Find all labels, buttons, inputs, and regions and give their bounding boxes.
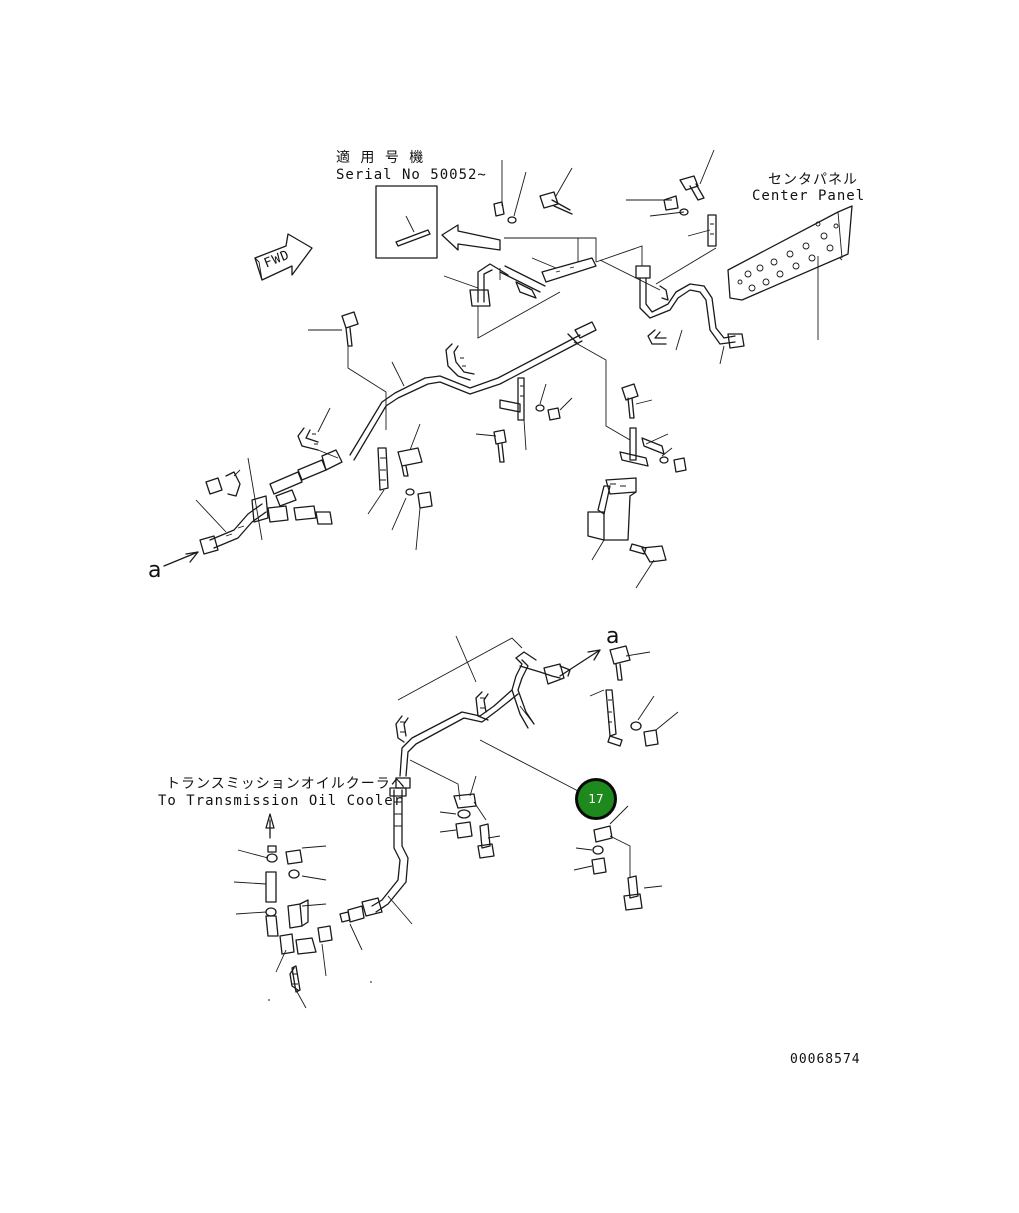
ref-a-upper: a — [148, 558, 163, 583]
cooler-label-jp: トランスミッションオイルクーラヘ — [166, 776, 406, 792]
inset-bracket-icon — [395, 215, 431, 247]
arrow-icon — [441, 224, 501, 251]
serial-inset-box — [375, 185, 438, 259]
drawing-number: 00068574 — [790, 1052, 861, 1067]
part-callout-17[interactable]: 17 — [575, 778, 617, 820]
serial-label-jp: 適 用 号 機 — [336, 150, 425, 166]
fwd-arrow-icon — [254, 233, 313, 281]
ref-a-lower: a — [606, 624, 621, 649]
center-panel-plate — [727, 205, 853, 301]
center-panel-label-jp: センタパネル — [768, 172, 858, 188]
lower-pipe-assembly — [233, 635, 679, 1009]
center-panel-label-en: Center Panel — [752, 188, 866, 204]
serial-label-en: Serial No 50052~ — [336, 167, 487, 183]
upper-pipe-assembly — [163, 149, 843, 589]
cooler-label-en: To Transmission Oil Cooler — [158, 793, 404, 809]
